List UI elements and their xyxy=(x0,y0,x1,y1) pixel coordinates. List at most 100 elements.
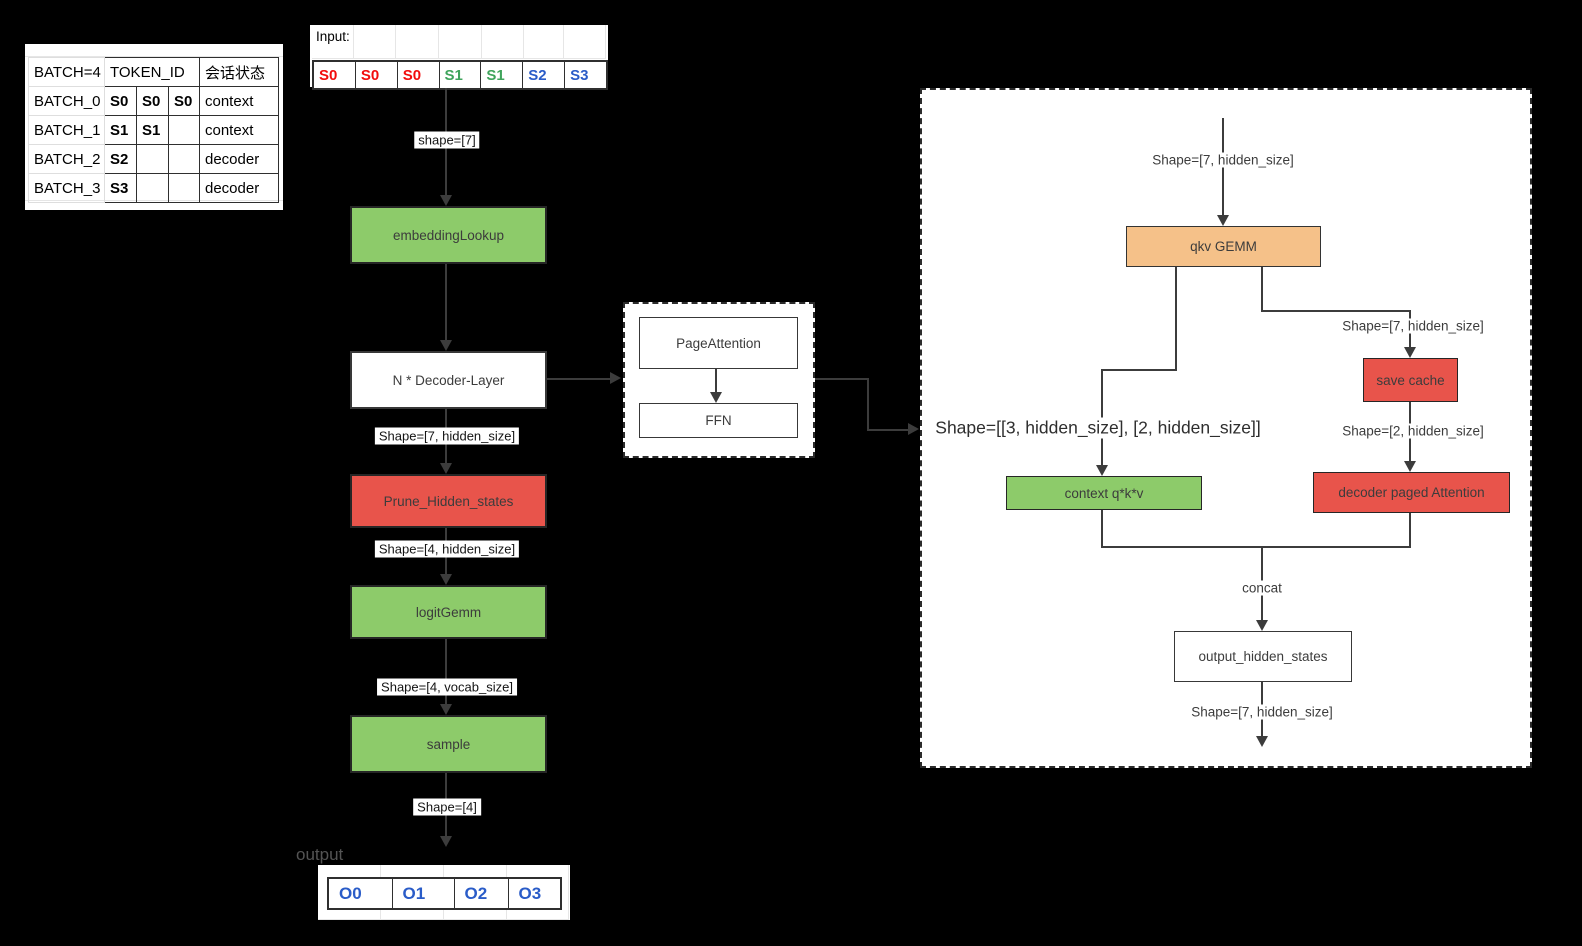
output-token-cell: O0 xyxy=(327,877,393,910)
state-cell: context xyxy=(199,86,279,116)
input-token-row: S0 S0 S0 S1 S1 S2 S3 xyxy=(312,60,608,90)
grid-cell xyxy=(439,25,482,59)
grid-cell xyxy=(507,865,569,920)
page-attention-node: PageAttention xyxy=(639,317,798,369)
shape-label: Shape=[4] xyxy=(413,798,481,816)
flow-line xyxy=(445,639,447,704)
batch-label: BATCH_0 xyxy=(28,86,105,116)
batch-header: BATCH=4 xyxy=(28,57,105,87)
node-label: output_hidden_states xyxy=(1198,649,1328,664)
state-cell: decoder xyxy=(199,144,279,174)
input-strip-sheet: Input: S0 S0 S0 S1 S1 S2 S3 xyxy=(310,25,608,90)
decoder-layer-node: N * Decoder-Layer xyxy=(350,351,547,409)
token-cell: S1 xyxy=(136,115,169,145)
grid-cell xyxy=(396,25,439,59)
token-cell xyxy=(136,173,169,203)
flow-line xyxy=(445,264,447,340)
sample-node: sample xyxy=(350,715,547,773)
session-header-row: BATCH=4 TOKEN_ID 会话状态 xyxy=(28,57,279,87)
flow-line xyxy=(867,378,869,431)
embedding-lookup-node: embeddingLookup xyxy=(350,206,547,264)
token-cell: S2 xyxy=(104,144,137,174)
output-token-table: O0 O1 O2 O3 xyxy=(327,877,562,910)
token-id-header: TOKEN_ID xyxy=(104,57,200,87)
grid-line xyxy=(25,56,283,57)
state-cell: decoder xyxy=(199,173,279,203)
arrow-down-icon xyxy=(1404,461,1416,472)
flow-line xyxy=(867,429,908,431)
prune-hidden-states-node: Prune_Hidden_states xyxy=(350,474,547,528)
node-label: logitGemm xyxy=(415,604,482,620)
table-row: BATCH_0 S0 S0 S0 context xyxy=(28,86,279,116)
flow-line xyxy=(547,378,610,380)
token-cell xyxy=(168,115,200,145)
shape-label: Shape=[7, hidden_size] xyxy=(1187,704,1337,720)
node-label: qkv GEMM xyxy=(1190,239,1257,254)
shape-label: Shape=[7, hidden_size] xyxy=(374,427,520,445)
arrow-down-icon xyxy=(440,836,452,847)
input-token-cell: S2 xyxy=(522,60,566,90)
shape-label: Shape=[[3, hidden_size], [2, hidden_size… xyxy=(931,417,1265,439)
input-token-cell: S1 xyxy=(480,60,524,90)
node-label: FFN xyxy=(705,413,732,428)
arrow-down-icon xyxy=(1096,465,1108,476)
shape-label: Shape=[7, hidden_size] xyxy=(1338,318,1488,334)
arrow-down-icon xyxy=(440,463,452,474)
node-label: save cache xyxy=(1376,372,1445,388)
arrow-down-icon xyxy=(1256,620,1268,631)
output-hidden-states-node: output_hidden_states xyxy=(1174,631,1352,682)
node-label: N * Decoder-Layer xyxy=(392,372,505,388)
output-token-cell: O3 xyxy=(507,877,562,910)
table-row: BATCH_2 S2 decoder xyxy=(28,144,279,174)
output-token-cell: O2 xyxy=(453,877,509,910)
output-strip-sheet: O0 O1 O2 O3 xyxy=(318,865,570,920)
token-cell: S3 xyxy=(104,173,137,203)
arrow-down-icon xyxy=(1404,347,1416,358)
batch-label: BATCH_1 xyxy=(28,115,105,145)
input-token-cell: S1 xyxy=(438,60,482,90)
flow-line xyxy=(1261,267,1263,312)
output-label: output xyxy=(296,845,344,864)
token-cell: S0 xyxy=(136,86,169,116)
input-token-table: S0 S0 S0 S1 S1 S2 S3 xyxy=(312,60,608,90)
node-label: embeddingLookup xyxy=(392,227,505,243)
arrow-down-icon xyxy=(440,574,452,585)
grid-row xyxy=(312,25,606,59)
flow-line xyxy=(1101,510,1103,548)
arrow-down-icon xyxy=(440,340,452,351)
arrow-down-icon xyxy=(710,392,722,403)
token-cell: S0 xyxy=(104,86,137,116)
shape-label: shape=[7] xyxy=(414,131,480,149)
token-cell: S0 xyxy=(168,86,200,116)
session-table-sheet: BATCH=4 TOKEN_ID 会话状态 BATCH_0 S0 S0 S0 c… xyxy=(25,44,283,210)
arrow-down-icon xyxy=(440,195,452,206)
flow-line xyxy=(1101,369,1177,371)
state-cell: context xyxy=(199,115,279,145)
grid-cell xyxy=(564,25,606,59)
arrow-down-icon xyxy=(1217,215,1229,226)
input-token-cell: S0 xyxy=(354,60,398,90)
shape-label: Shape=[4, vocab_size] xyxy=(377,678,517,696)
arrow-right-icon xyxy=(908,423,919,435)
table-row: BATCH_3 S3 decoder xyxy=(28,173,279,203)
logit-gemm-node: logitGemm xyxy=(350,585,547,639)
arrow-down-icon xyxy=(1256,736,1268,747)
ffn-node: FFN xyxy=(639,403,798,438)
decoder-paged-attention-node: decoder paged Attention xyxy=(1313,472,1510,513)
token-cell xyxy=(136,144,169,174)
shape-label: Shape=[7, hidden_size] xyxy=(1148,152,1298,168)
flow-line xyxy=(1261,310,1411,312)
arrow-down-icon xyxy=(440,704,452,715)
node-label: decoder paged Attention xyxy=(1338,485,1485,500)
grid-cell xyxy=(482,25,524,59)
session-table: BATCH=4 TOKEN_ID 会话状态 BATCH_0 S0 S0 S0 c… xyxy=(28,57,279,203)
flow-line xyxy=(715,369,717,392)
arrow-right-icon xyxy=(610,372,621,384)
table-row: BATCH_1 S1 S1 context xyxy=(28,115,279,145)
node-label: context q*k*v xyxy=(1064,485,1144,501)
input-token-cell: S0 xyxy=(312,60,356,90)
node-label: Prune_Hidden_states xyxy=(383,493,514,509)
output-token-row: O0 O1 O2 O3 xyxy=(327,877,562,910)
node-label: sample xyxy=(426,736,471,752)
